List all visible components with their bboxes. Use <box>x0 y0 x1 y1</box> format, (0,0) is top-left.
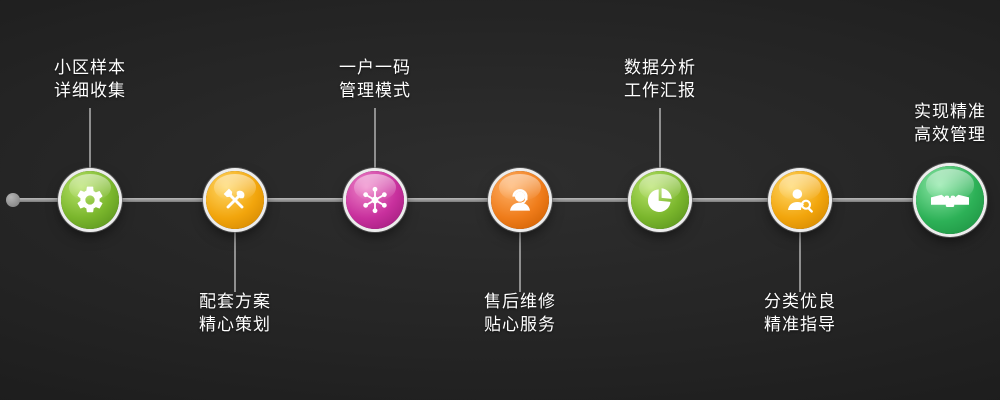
node-label-line: 贴心服务 <box>484 315 556 334</box>
node-label-line: 小区样本 <box>54 58 126 77</box>
node-label-line: 管理模式 <box>339 81 411 100</box>
support-agent-icon <box>510 189 530 211</box>
person-search-icon <box>788 189 813 213</box>
node-label-line: 精心策划 <box>199 315 271 334</box>
node-label-line: 工作汇报 <box>624 81 696 100</box>
node-label-line: 精准指导 <box>764 315 836 334</box>
node-label-5: 数据分析 工作汇报 <box>590 56 730 102</box>
timeline-node-4 <box>491 171 549 229</box>
timeline-node-1 <box>61 171 119 229</box>
connector-line <box>234 229 236 292</box>
node-label-6: 分类优良 精准指导 <box>730 290 870 336</box>
node-label-line: 一户一码 <box>339 58 411 77</box>
node-label-line: 配套方案 <box>199 292 271 311</box>
timeline-axis <box>13 198 950 202</box>
node-label-line: 详细收集 <box>54 81 126 100</box>
tools-icon <box>223 188 245 209</box>
gear-icon <box>77 186 103 213</box>
node-label-line: 实现精准 <box>914 102 986 121</box>
node-label-line: 售后维修 <box>484 292 556 311</box>
timeline-start-dot <box>6 193 20 207</box>
connector-line <box>89 108 91 171</box>
node-label-1: 小区样本 详细收集 <box>20 56 160 102</box>
timeline-node-2 <box>206 171 264 229</box>
network-icon <box>363 186 387 214</box>
connector-line <box>519 229 521 292</box>
node-label-line: 分类优良 <box>764 292 836 311</box>
connector-line <box>659 108 661 171</box>
pie-chart-icon <box>647 188 672 212</box>
handshake-icon <box>931 194 969 207</box>
node-label-line: 数据分析 <box>624 58 696 77</box>
timeline-node-3 <box>346 171 404 229</box>
timeline-node-6 <box>771 171 829 229</box>
node-label-line: 高效管理 <box>914 125 986 144</box>
node-label-7: 实现精准 高效管理 <box>880 100 1000 146</box>
connector-line <box>799 229 801 292</box>
node-label-2: 配套方案 精心策划 <box>165 290 305 336</box>
node-label-3: 一户一码 管理模式 <box>305 56 445 102</box>
connector-line <box>374 108 376 171</box>
node-label-4: 售后维修 贴心服务 <box>450 290 590 336</box>
timeline-node-5 <box>631 171 689 229</box>
timeline-node-7 <box>916 166 984 234</box>
